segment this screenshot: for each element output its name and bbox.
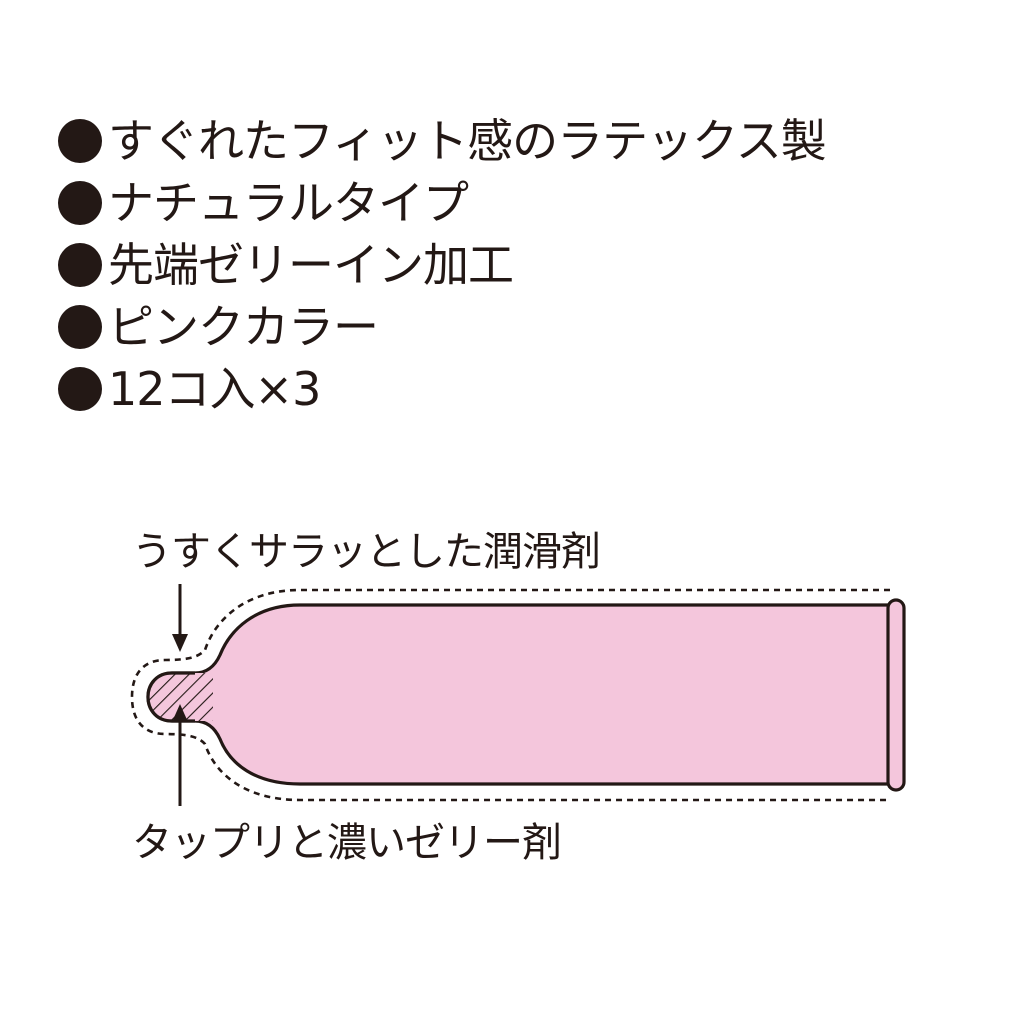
bullet-icon (58, 119, 102, 163)
arrow-up-icon (172, 704, 188, 806)
bullet-icon (58, 243, 102, 287)
feature-item: すぐれたフィット感のラテックス製 (58, 110, 827, 172)
condom-body (146, 603, 895, 786)
arrow-down-icon (172, 584, 188, 652)
feature-item: 12コ入×3 (58, 358, 826, 420)
feature-text: ナチュラルタイプ (108, 176, 469, 230)
condom-rim (886, 598, 906, 792)
lubricant-label: うすくサラッとした潤滑剤 (132, 529, 601, 575)
feature-text: 12コ入×3 (108, 362, 321, 416)
bullet-icon (58, 367, 102, 411)
feature-text: すぐれたフィット感のラテックス製 (108, 114, 827, 168)
tip-jelly-area (148, 673, 213, 721)
bullet-icon (58, 181, 102, 225)
tip-outline (146, 671, 195, 723)
feature-item: ナチュラルタイプ (58, 172, 826, 234)
lubricant-outline (130, 588, 890, 802)
bullet-icon (58, 305, 102, 349)
jelly-label: タップリと濃いゼリー剤 (132, 820, 562, 866)
feature-text: 先端ゼリーイン加工 (108, 238, 514, 292)
feature-item: ピンクカラー (58, 296, 826, 358)
feature-list: すぐれたフィット感のラテックス製 ナチュラルタイプ 先端ゼリーイン加工 ピンクカ… (58, 110, 827, 420)
feature-item: 先端ゼリーイン加工 (58, 234, 826, 296)
feature-text: ピンクカラー (108, 300, 379, 354)
